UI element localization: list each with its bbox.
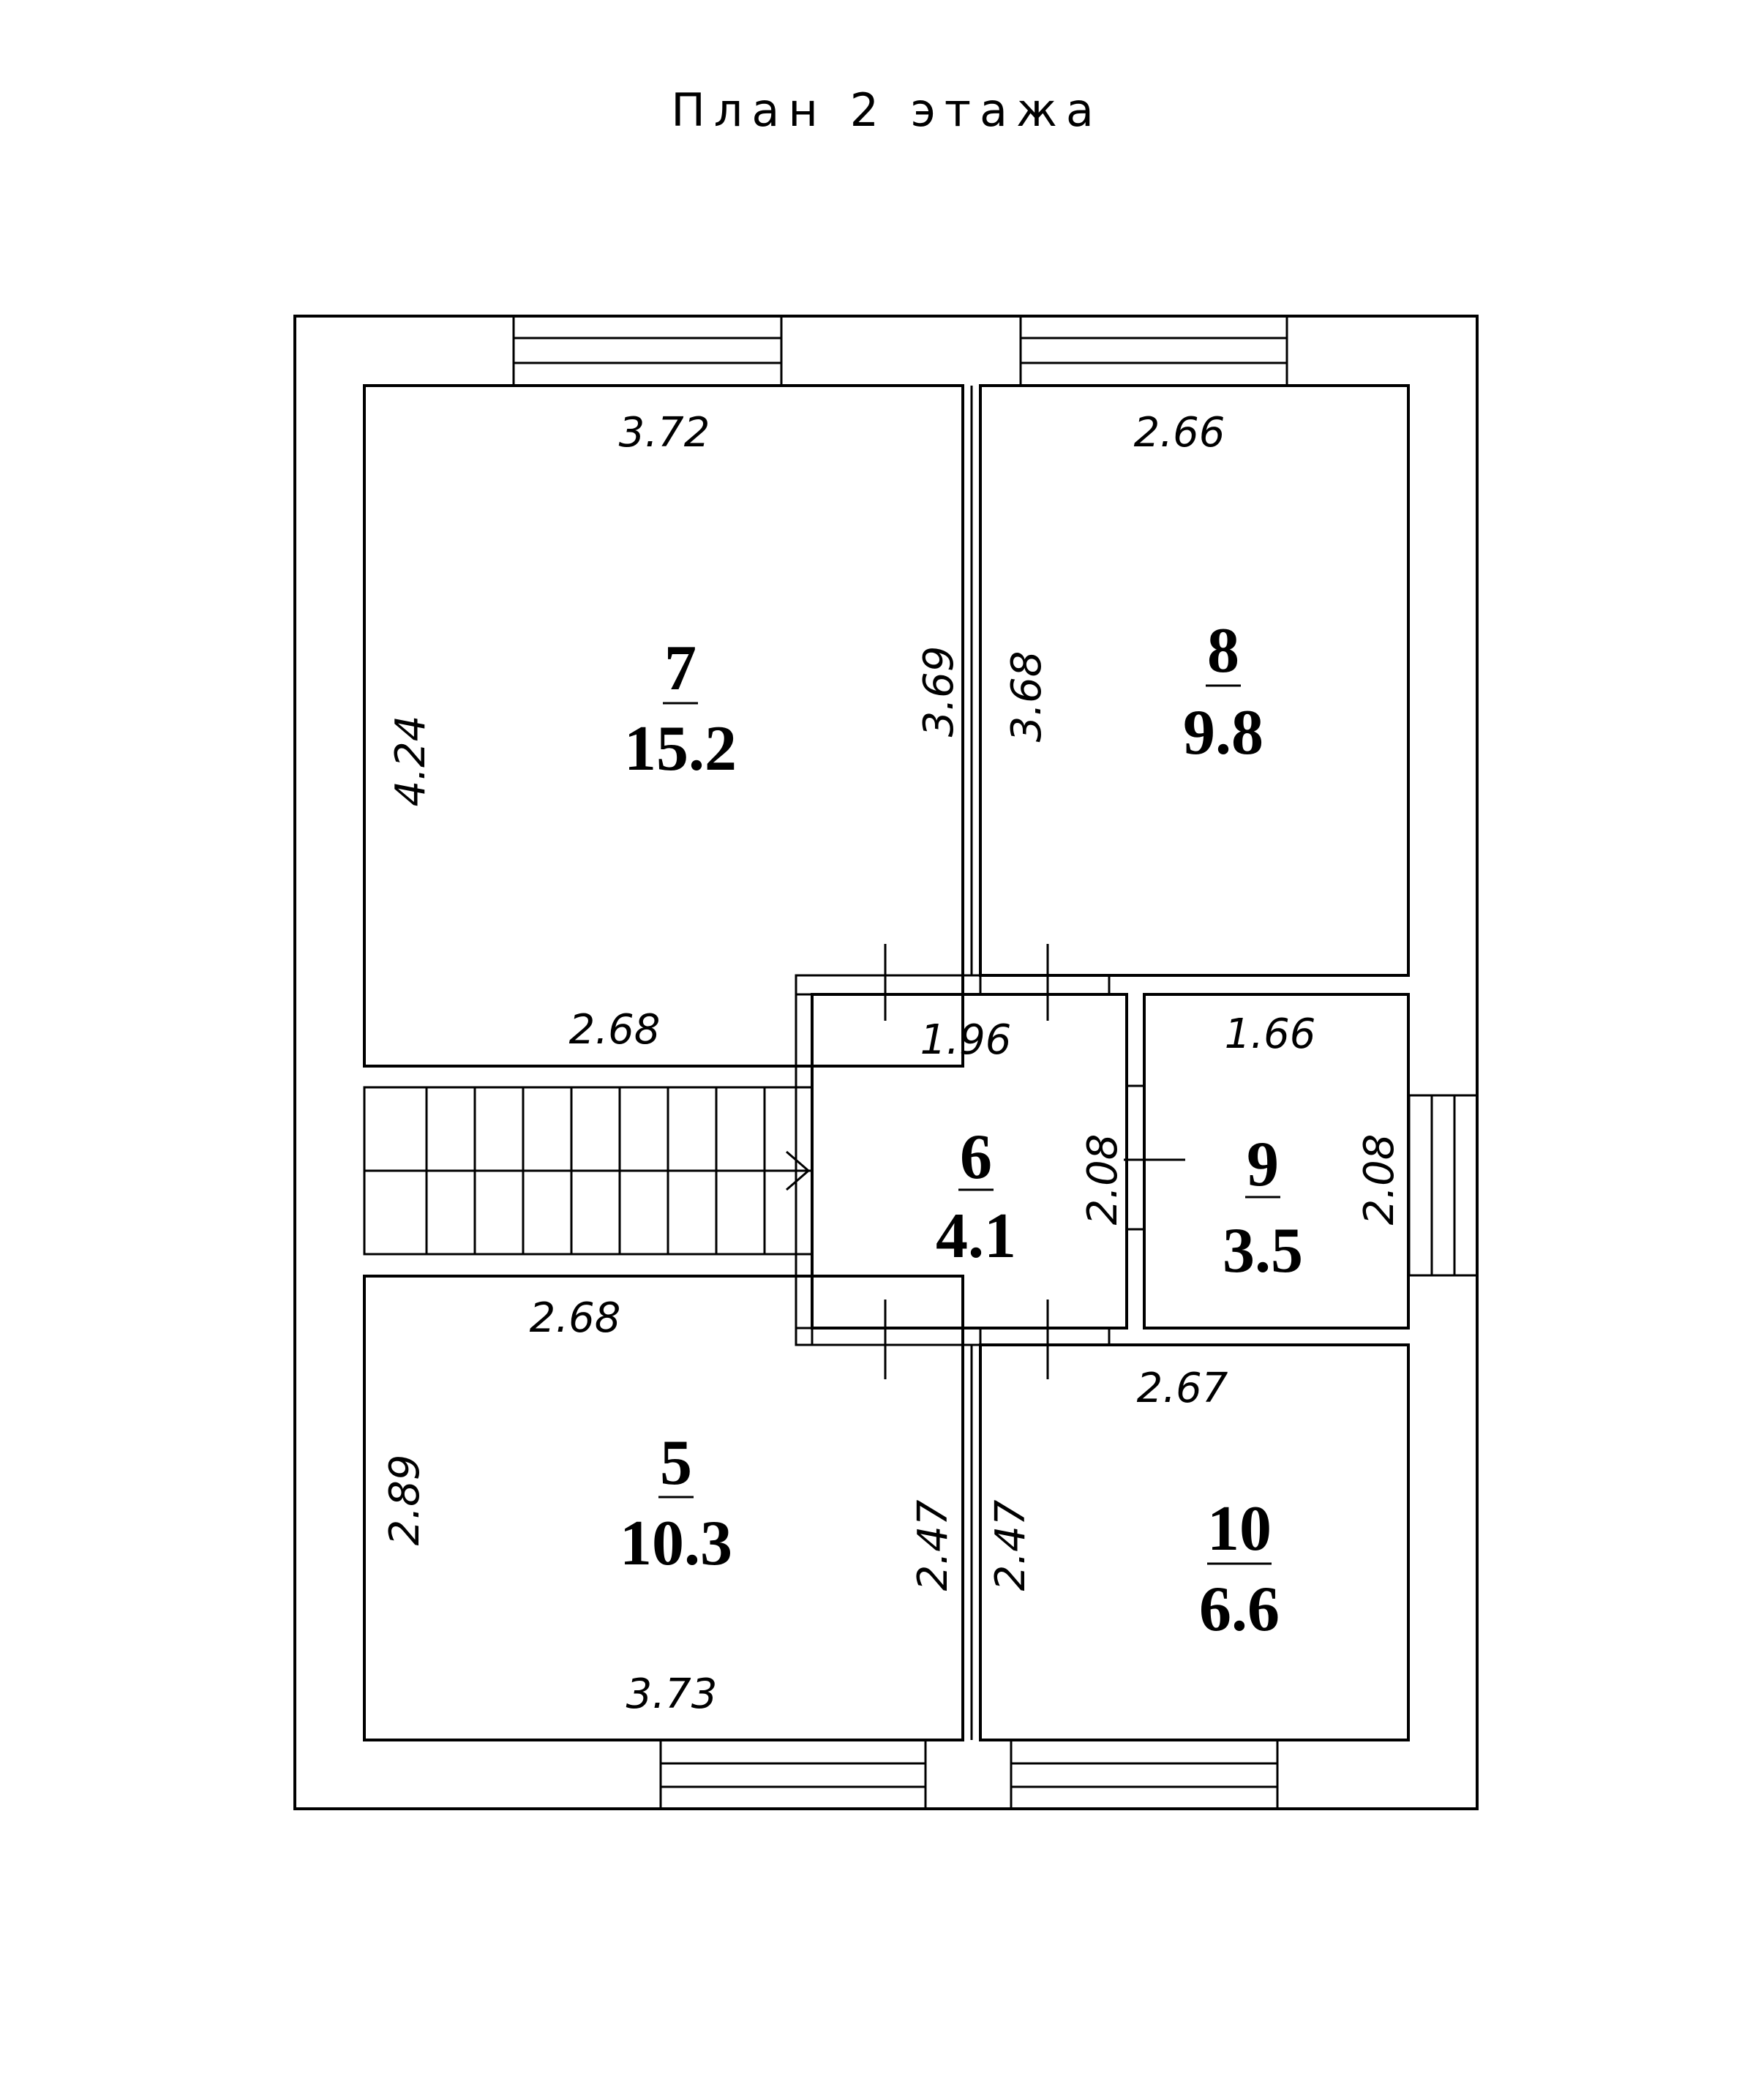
room-5-dim-bottom: 3.73 bbox=[626, 1670, 718, 1718]
window-right bbox=[1408, 1094, 1479, 1277]
room-7-dim-bottom: 2.68 bbox=[569, 1006, 661, 1054]
stair-direction-arrow-icon bbox=[786, 1150, 811, 1191]
room-5: 5 10.3 2.68 3.73 2.89 2.47 bbox=[363, 1275, 964, 1741]
window-bottom-right bbox=[1010, 1739, 1279, 1810]
window-top-left bbox=[512, 315, 783, 387]
room-9-dim-right: 2.08 bbox=[1356, 1134, 1403, 1226]
room-9-area: 3.5 bbox=[1223, 1215, 1303, 1286]
room-5-dim-left: 2.89 bbox=[381, 1455, 429, 1546]
room-5-area: 10.3 bbox=[620, 1508, 732, 1579]
room-5-dim-top: 2.68 bbox=[530, 1294, 621, 1342]
room-6-number: 6 bbox=[960, 1122, 992, 1193]
room-10-area: 6.6 bbox=[1199, 1574, 1280, 1645]
room-7-dim-top: 3.72 bbox=[619, 409, 710, 457]
room-8-number: 8 bbox=[1207, 615, 1239, 686]
room-9: 9 3.5 1.66 2.08 bbox=[1127, 993, 1410, 1330]
room-9-dim-top: 1.66 bbox=[1225, 1010, 1316, 1058]
room-10-dim-left: 2.47 bbox=[987, 1499, 1035, 1591]
room-7-dim-right: 3.69 bbox=[915, 646, 963, 738]
plan-title: План 2 этажа bbox=[671, 83, 1103, 137]
room-8: 8 9.8 2.66 3.68 bbox=[979, 384, 1410, 977]
room-7-area: 15.2 bbox=[624, 713, 737, 784]
room-5-dim-right: 2.47 bbox=[909, 1499, 957, 1591]
room-10-number: 10 bbox=[1207, 1493, 1272, 1564]
room-8-area: 9.8 bbox=[1183, 697, 1264, 768]
room-6-dim-top: 1.96 bbox=[920, 1016, 1012, 1064]
room-8-dim-left: 3.68 bbox=[1003, 651, 1051, 743]
room-8-dim-top: 2.66 bbox=[1134, 409, 1225, 457]
room-6-area: 4.1 bbox=[936, 1201, 1016, 1272]
room-9-number: 9 bbox=[1247, 1129, 1279, 1200]
room-10-dim-top: 2.67 bbox=[1137, 1365, 1228, 1412]
room-5-number: 5 bbox=[660, 1428, 692, 1499]
window-bottom-left bbox=[659, 1739, 927, 1810]
room-7-number: 7 bbox=[664, 633, 696, 704]
outer-wall bbox=[293, 315, 1479, 1810]
window-top-right bbox=[1019, 315, 1288, 387]
door-marks bbox=[884, 944, 1185, 1379]
room-7: 7 15.2 3.72 2.68 4.24 3.69 bbox=[363, 384, 964, 1068]
room-6-dim-right: 2.08 bbox=[1079, 1134, 1127, 1226]
room-6: 6 4.1 1.96 2.08 bbox=[811, 993, 1128, 1330]
staircase bbox=[363, 1086, 814, 1256]
room-7-dim-left: 4.24 bbox=[387, 716, 435, 807]
room-10: 10 6.6 2.67 2.47 bbox=[979, 1343, 1410, 1741]
